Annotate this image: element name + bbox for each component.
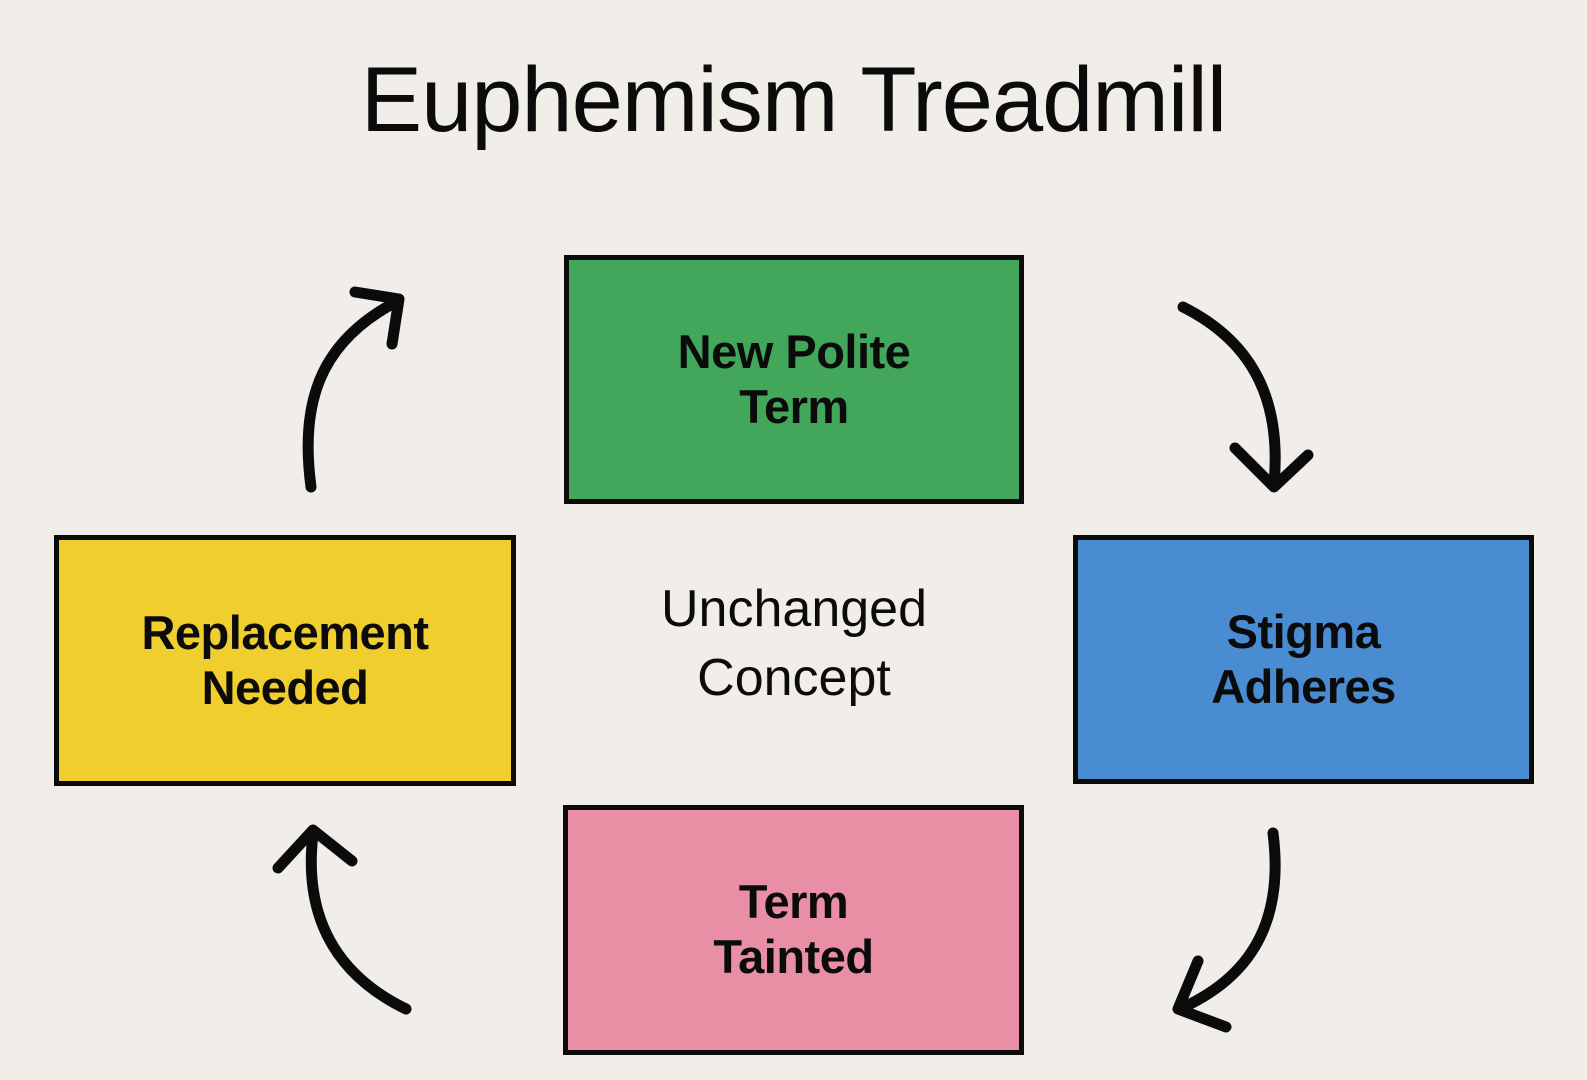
arrow-head bbox=[1229, 442, 1314, 493]
arrow-stigma-to-term-tainted bbox=[1172, 827, 1281, 1033]
arrow-shaft bbox=[305, 828, 412, 1015]
node-label: Replacement Needed bbox=[141, 605, 429, 714]
arrow-head bbox=[1172, 955, 1232, 1033]
arrow-shaft bbox=[1177, 301, 1281, 490]
center-caption: Unchanged Concept bbox=[661, 580, 927, 707]
node-term-tainted[interactable]: Term Tainted bbox=[563, 805, 1024, 1055]
arrow-head bbox=[272, 824, 358, 874]
node-new-polite-term[interactable]: New Polite Term bbox=[564, 255, 1024, 504]
arrow-head bbox=[349, 286, 405, 350]
arrow-shaft bbox=[1178, 827, 1281, 1013]
page-title: Euphemism Treadmill bbox=[360, 49, 1228, 151]
arrow-shaft bbox=[302, 296, 402, 493]
node-stigma-adheres[interactable]: Stigma Adheres bbox=[1073, 535, 1534, 784]
arrow-replacement-to-new-term bbox=[302, 286, 405, 493]
node-label: New Polite Term bbox=[677, 324, 911, 433]
node-label: Stigma Adheres bbox=[1211, 604, 1396, 713]
arrow-term-tainted-to-replacement bbox=[272, 824, 412, 1015]
node-replacement-needed[interactable]: Replacement Needed bbox=[54, 535, 516, 786]
node-label: Term Tainted bbox=[713, 875, 874, 983]
arrow-new-term-to-stigma bbox=[1177, 301, 1314, 493]
